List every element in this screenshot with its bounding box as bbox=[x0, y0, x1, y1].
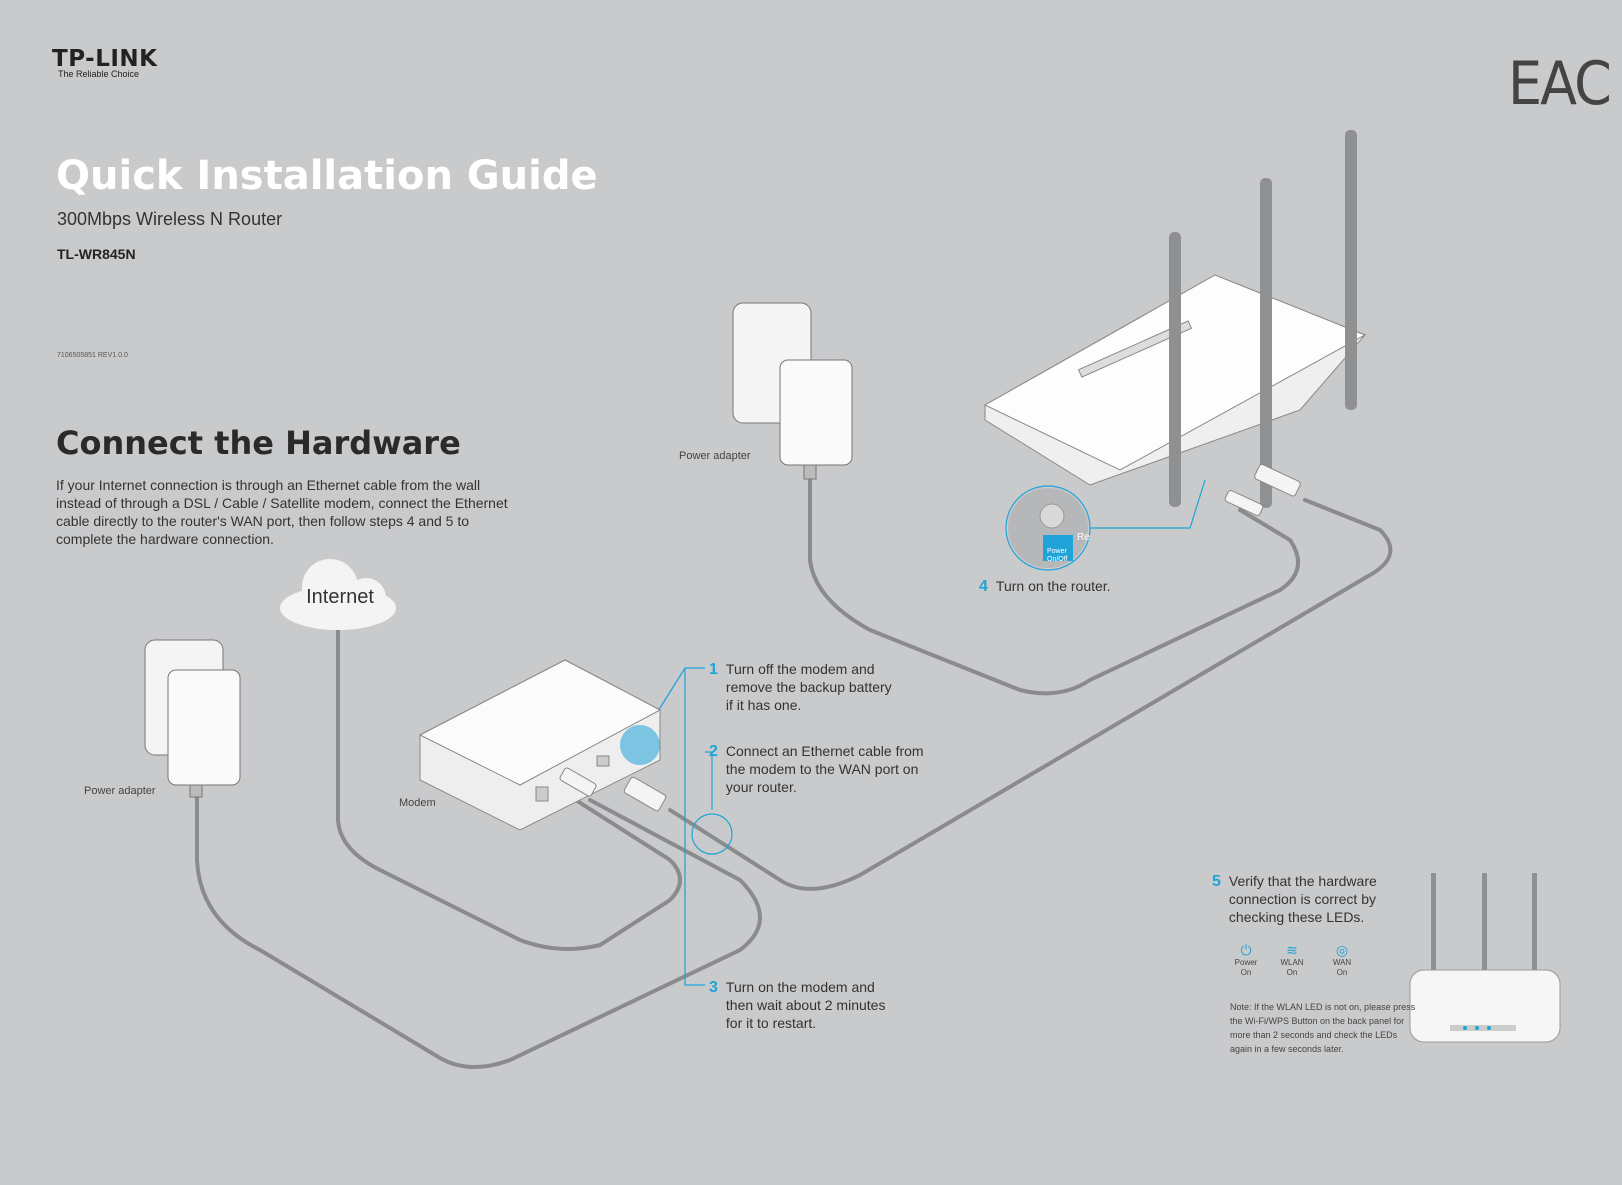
led-name: Power bbox=[1234, 958, 1258, 967]
step-line: connection is correct by bbox=[1228, 891, 1376, 907]
step-1: 1 Turn off the modem and remove the back… bbox=[709, 660, 892, 714]
power-adapter-top-label: Power adapter bbox=[679, 450, 751, 462]
step-line: then wait about 2 minutes bbox=[725, 997, 886, 1013]
step-number: 3 bbox=[709, 979, 718, 996]
modem-label: Modem bbox=[399, 797, 436, 809]
step-line: your router. bbox=[725, 779, 797, 795]
led-state: On bbox=[1240, 968, 1252, 977]
step-line: Turn off the modem and bbox=[725, 661, 875, 677]
globe-icon: ◎ bbox=[1335, 942, 1349, 958]
power-adapter-left bbox=[167, 669, 241, 798]
led-wan: ◎ WAN On bbox=[1322, 942, 1362, 978]
logo-tagline: The Reliable Choice bbox=[58, 69, 140, 79]
step-number: 1 bbox=[709, 661, 718, 678]
modem-power-cable bbox=[195, 794, 762, 1070]
router-plugs bbox=[1224, 463, 1301, 516]
step-line: remove the backup battery bbox=[725, 679, 892, 695]
step-line: Turn on the modem and bbox=[725, 979, 875, 995]
step-number: 4 bbox=[979, 578, 988, 595]
step-line: for it to restart. bbox=[725, 1015, 817, 1031]
power-icon: ⏻ bbox=[1240, 942, 1252, 958]
document-number: 7106505851 REV1.0.0 bbox=[57, 352, 128, 359]
eac-mark: EAC bbox=[1508, 48, 1612, 119]
cable-highlight-circle bbox=[691, 813, 733, 855]
led-state: On bbox=[1286, 968, 1298, 977]
led-wlan: ≋ WLAN On bbox=[1272, 942, 1312, 978]
step-line: Verify that the hardware bbox=[1228, 873, 1377, 889]
step-bracket-line bbox=[684, 667, 705, 986]
modem-device bbox=[418, 659, 662, 831]
wifi-icon: ≋ bbox=[1286, 942, 1298, 958]
led-note: Note: If the WLAN LED is not on, please … bbox=[1230, 1002, 1416, 1054]
internet-label: Internet bbox=[306, 586, 374, 608]
page-title: Quick Installation Guide bbox=[56, 153, 598, 199]
step-line: Connect an Ethernet cable from bbox=[725, 743, 924, 759]
model-number: TL-WR845N bbox=[57, 246, 136, 262]
step-5: 5 Verify that the hardware connection is… bbox=[1212, 872, 1377, 926]
internet-cable bbox=[336, 628, 682, 951]
ethernet-cable bbox=[668, 498, 1393, 891]
step-4: 4 Turn on the router. bbox=[979, 577, 1111, 596]
reset-label: Re bbox=[1077, 532, 1090, 543]
power-adapter-left-label: Power adapter bbox=[84, 785, 156, 797]
power-button-zoom bbox=[1008, 488, 1088, 568]
router-small bbox=[1409, 873, 1561, 1043]
section-title: Connect the Hardware bbox=[56, 424, 461, 462]
led-name: WAN bbox=[1332, 958, 1352, 967]
step-3: 3 Turn on the modem and then wait about … bbox=[709, 978, 885, 1032]
step-line: checking these LEDs. bbox=[1228, 909, 1365, 925]
power-switch-label: Power On/Off bbox=[1047, 548, 1068, 563]
internet-cloud bbox=[280, 559, 396, 630]
router-power-cable bbox=[808, 478, 1300, 696]
ethernet-plug-modem bbox=[559, 767, 667, 812]
step-2: 2 Connect an Ethernet cable from the mod… bbox=[709, 742, 924, 796]
step-line: if it has one. bbox=[725, 697, 802, 713]
led-power: ⏻ Power On bbox=[1226, 942, 1266, 978]
step-line: Turn on the router. bbox=[995, 578, 1111, 594]
step-line: the modem to the WAN port on bbox=[725, 761, 919, 777]
tp-link-logo: TP-LINK bbox=[52, 46, 158, 72]
zoom-connector bbox=[1090, 479, 1206, 529]
router-antennas bbox=[1169, 130, 1357, 508]
step-number: 5 bbox=[1212, 873, 1221, 890]
led-name: WLAN bbox=[1280, 958, 1304, 967]
power-adapter-top bbox=[779, 359, 853, 480]
step-number: 2 bbox=[709, 743, 718, 760]
product-subtitle: 300Mbps Wireless N Router bbox=[57, 209, 283, 229]
section-intro: If your Internet connection is through a… bbox=[56, 477, 508, 547]
led-state: On bbox=[1336, 968, 1348, 977]
step2-connector bbox=[705, 751, 713, 810]
